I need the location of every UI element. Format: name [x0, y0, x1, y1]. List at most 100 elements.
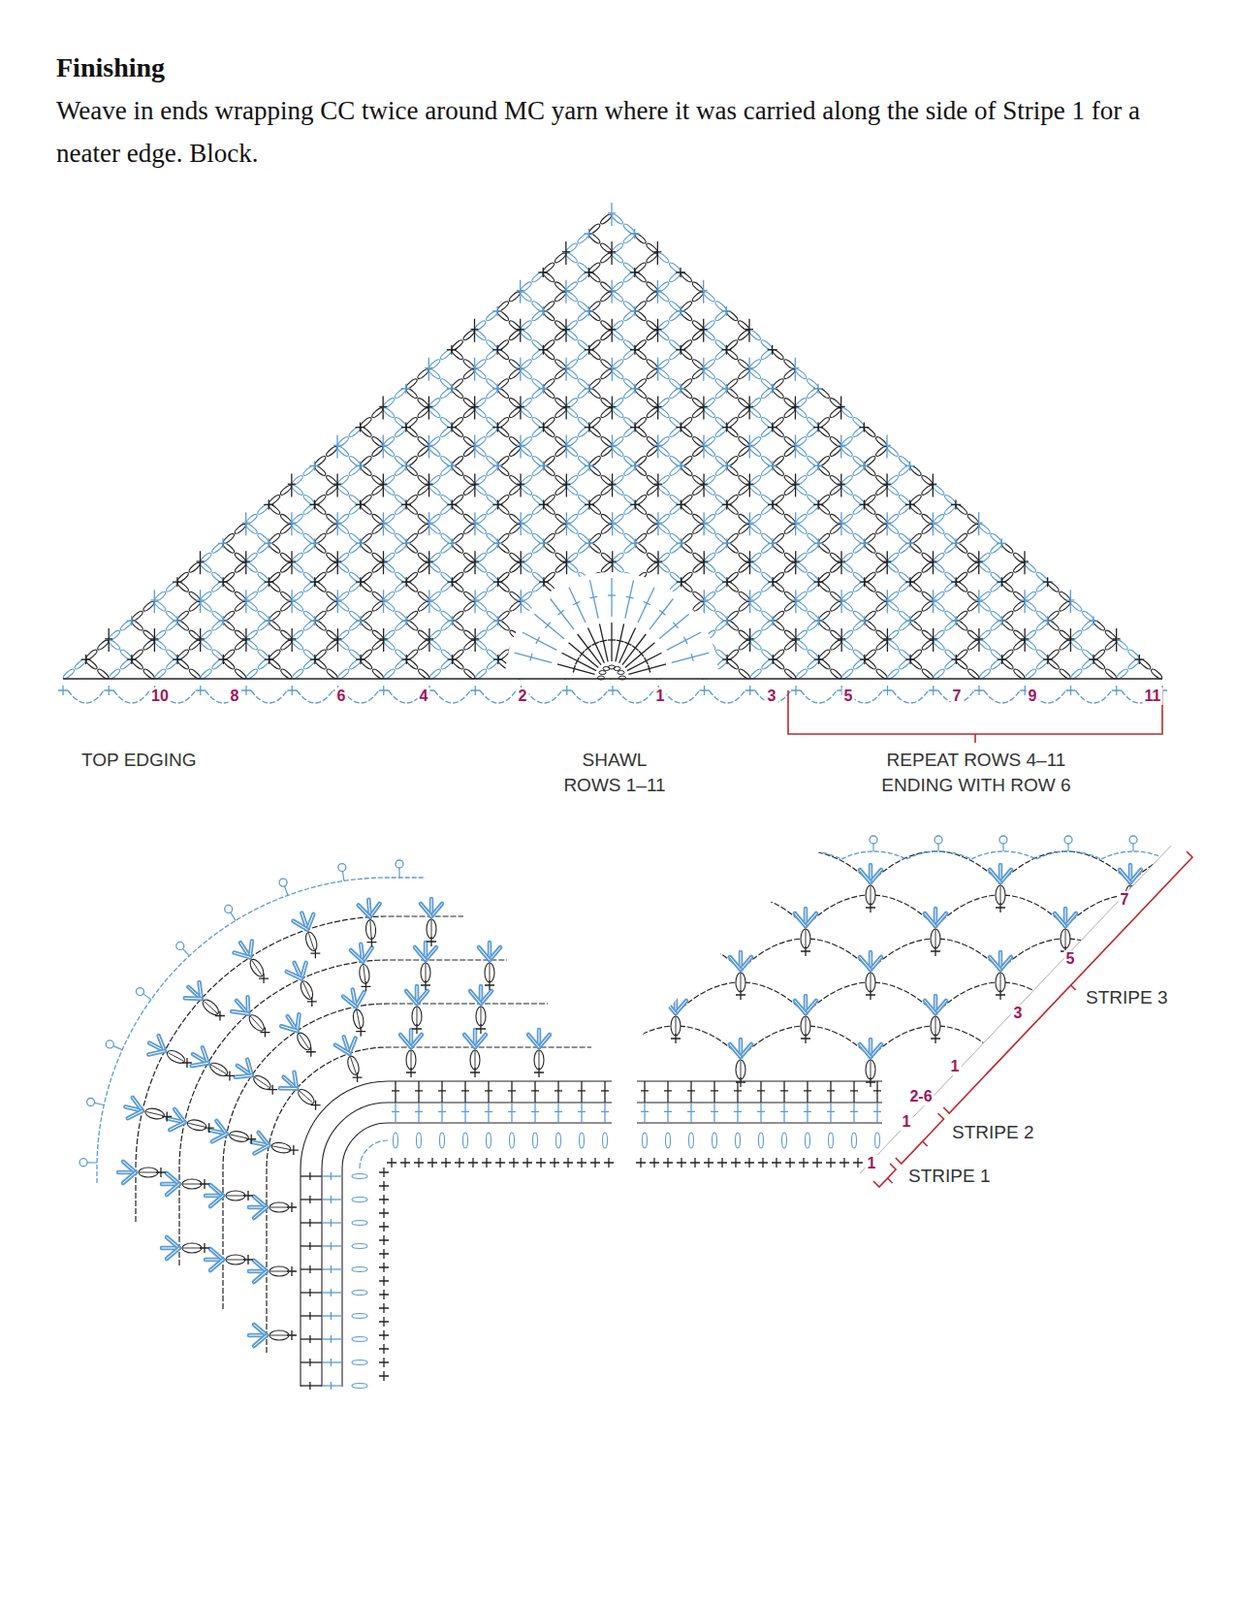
double-crochet-bar: [837, 560, 846, 562]
double-crochet: [794, 396, 796, 420]
chain-stitch: [474, 600, 488, 612]
double-crochet-bar: [638, 650, 644, 657]
cluster-petal: [870, 1044, 882, 1057]
chain-stitch: [702, 483, 717, 496]
double-crochet: [336, 473, 338, 497]
chain-stitch: [932, 638, 947, 651]
chain-stitch: [371, 561, 385, 573]
chain-stitch: [737, 522, 752, 535]
cluster-petal: [600, 956, 611, 970]
bobble-stitch: [605, 972, 616, 992]
double-crochet: [428, 435, 430, 459]
double-crochet-bar: [608, 483, 617, 485]
double-crochet: [657, 435, 659, 459]
single-crochet: [310, 654, 320, 665]
single-crochet: [699, 685, 710, 696]
double-crochet-bar: [654, 560, 663, 562]
single-crochet: [309, 460, 319, 471]
chain-stitch: [691, 483, 705, 496]
cluster-petal: [740, 1044, 752, 1057]
double-crochet: [794, 628, 796, 652]
chain-stitch: [920, 483, 935, 496]
chain-stitch: [828, 600, 843, 612]
double-crochet-bar: [562, 289, 571, 291]
double-crochet-bar: [873, 1089, 882, 1091]
cluster-petal: [1193, 995, 1199, 1014]
chain-stitch: [474, 483, 488, 496]
cluster-petal: [480, 1044, 492, 1057]
single-crochet: [905, 615, 916, 626]
double-crochet-bar: [599, 639, 607, 642]
double-crochet: [474, 589, 476, 613]
chain-stitch: [657, 522, 671, 535]
chain-stitch: [600, 406, 614, 418]
cluster-petal-core: [924, 1000, 936, 1014]
single-crochet: [813, 499, 824, 509]
double-crochet-bar: [379, 483, 387, 485]
cluster-petal-core: [1054, 1000, 1066, 1014]
bobble-line: [740, 973, 742, 991]
single-crochet: [630, 460, 640, 471]
double-crochet: [978, 628, 980, 652]
double-crochet-bar: [792, 637, 800, 639]
edging-chain: [526, 690, 563, 703]
double-crochet-bar: [791, 367, 799, 369]
double-crochet-bar: [572, 665, 575, 673]
chain-stitch: [611, 561, 626, 573]
chain-stitch: [657, 290, 671, 303]
chain-stitch: [554, 483, 569, 496]
single-crochet: [950, 538, 961, 548]
double-crochet-bar: [653, 289, 662, 291]
chain-stitch: [199, 638, 214, 651]
single-crochet: [721, 345, 731, 355]
cluster-petal: [859, 1044, 871, 1057]
double-crochet: [566, 435, 568, 459]
chain-stitch: [474, 367, 488, 380]
double-crochet: [690, 1102, 692, 1123]
bobble-line: [870, 973, 872, 991]
double-crochet-bar: [803, 1089, 812, 1091]
chain-stitch: [553, 367, 568, 380]
single-crochet: [814, 654, 824, 665]
chain-stitch: [735, 1132, 741, 1148]
single-crochet: [767, 422, 778, 433]
chain-stitch: [920, 638, 935, 651]
chain-stitch: [279, 522, 293, 535]
single-crochet: [562, 685, 572, 696]
double-crochet: [853, 1080, 855, 1103]
single-crochet: [218, 538, 228, 548]
double-crochet: [428, 396, 430, 420]
single-crochet: [767, 538, 778, 548]
double-crochet: [886, 473, 888, 497]
chain-stitch: [245, 561, 259, 573]
double-crochet: [840, 511, 842, 536]
cluster-petal-core: [610, 1044, 622, 1057]
single-crochet: [767, 460, 778, 471]
double-crochet-bar: [196, 637, 205, 639]
chain-arch: [480, 1025, 611, 1057]
chain-stitch: [507, 406, 522, 418]
bobble-line: [610, 973, 612, 991]
double-crochet: [566, 396, 568, 420]
double-crochet: [519, 396, 521, 420]
single-crochet: [630, 267, 640, 278]
single-crochet: [379, 685, 389, 696]
double-crochet-bar: [1112, 637, 1121, 639]
double-crochet: [337, 628, 339, 652]
double-crochet: [794, 589, 796, 613]
double-crochet-bar: [757, 1089, 765, 1091]
chain-stitch: [736, 329, 751, 342]
chain-stitch: [507, 290, 522, 303]
single-crochet: [538, 460, 549, 471]
double-crochet-bar: [929, 560, 938, 562]
chain-stitch: [600, 483, 614, 496]
chain-stitch: [199, 600, 214, 612]
single-crochet: [492, 460, 503, 471]
double-crochet: [337, 511, 339, 536]
single-crochet: [813, 538, 824, 548]
double-crochet: [382, 550, 384, 574]
double-crochet: [611, 318, 613, 343]
single-crochet: [721, 306, 731, 317]
chain-stitch: [828, 406, 843, 418]
cluster-petal-core: [675, 1000, 687, 1014]
